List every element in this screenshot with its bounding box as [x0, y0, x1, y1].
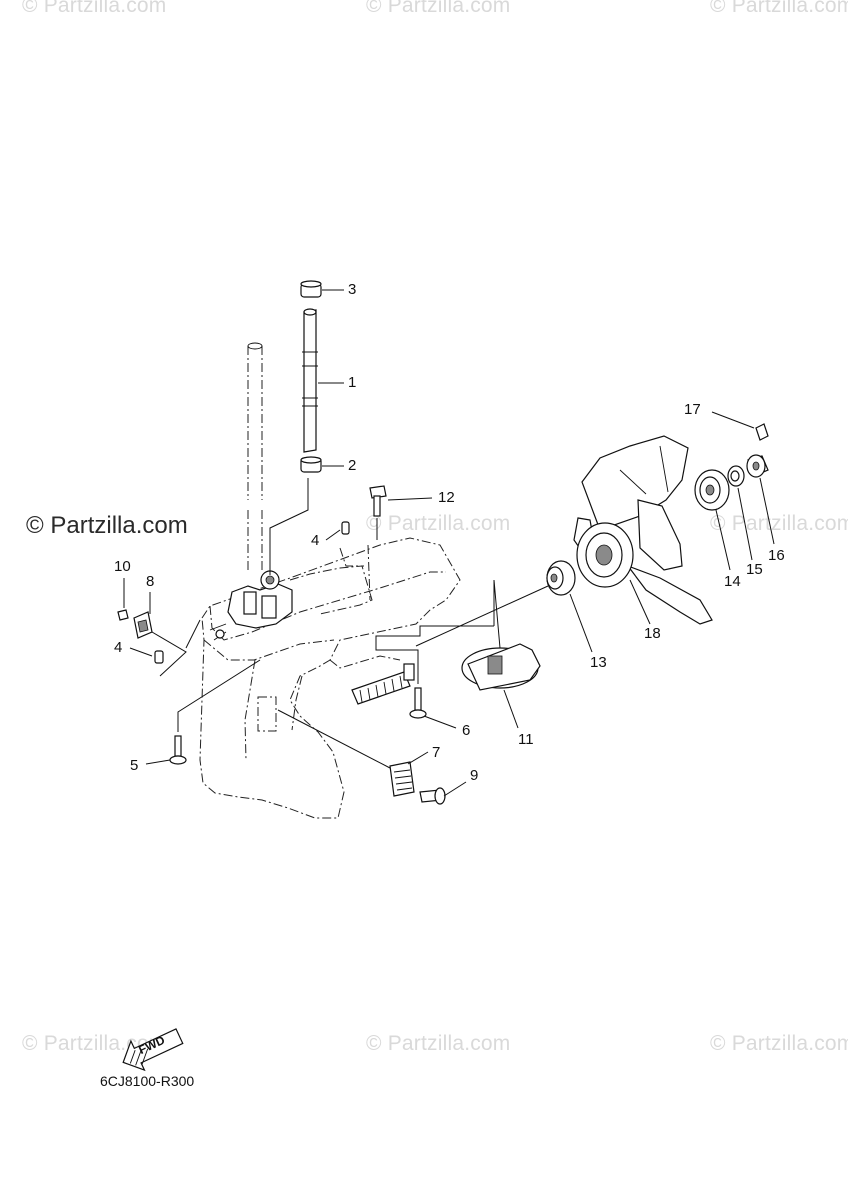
- callout-part-14[interactable]: 14: [724, 573, 741, 590]
- part-17-cotter-pin: [711, 411, 769, 441]
- callout-part-13[interactable]: 13: [590, 654, 607, 671]
- watermark-bottom-right: © Partzilla.com: [710, 1032, 848, 1055]
- fwd-arrow: [122, 1028, 184, 1072]
- part-5-bolt: [145, 659, 261, 765]
- part-2-grommet: [269, 456, 344, 575]
- callout-part-6[interactable]: 6: [462, 722, 471, 739]
- part-12-bolt: [369, 485, 433, 540]
- callout-part-1[interactable]: 1: [348, 374, 357, 391]
- callout-part-16[interactable]: 16: [768, 547, 785, 564]
- callout-part-12[interactable]: 12: [438, 489, 455, 506]
- watermark-middle-center: © Partzilla.com: [366, 512, 511, 535]
- drive-shaft-phantom: [247, 342, 263, 570]
- part-9-screw: [419, 781, 467, 805]
- callout-part-17[interactable]: 17: [684, 401, 701, 418]
- part-4-dowel-pin-upper: [325, 521, 350, 541]
- lower-casing-outline: [199, 537, 461, 819]
- callout-part-3[interactable]: 3: [348, 281, 357, 298]
- callout-part-9[interactable]: 9: [470, 767, 479, 784]
- part-16-nut: [746, 454, 775, 545]
- misc-leaders: [185, 619, 201, 649]
- callout-part-8[interactable]: 8: [146, 573, 155, 590]
- part-13-spacer: [415, 560, 593, 653]
- part-18-propeller: [573, 435, 713, 625]
- part-15-washer: [727, 465, 753, 561]
- callout-part-5[interactable]: 5: [130, 757, 139, 774]
- watermark-top-center: © Partzilla.com: [366, 0, 511, 17]
- callout-part-15[interactable]: 15: [746, 561, 763, 578]
- watermark-top-left: © Partzilla.com: [22, 0, 167, 17]
- part-4-dowel-pin-lower: [129, 647, 164, 664]
- watermark-bottom-center: © Partzilla.com: [366, 1032, 511, 1055]
- part-6-bolt: [375, 625, 494, 729]
- watermark-main: © Partzilla.com: [26, 512, 188, 539]
- callout-part-10[interactable]: 10: [114, 558, 131, 575]
- callout-part-11[interactable]: 11: [518, 731, 534, 748]
- diagram-code: 6CJ8100-R300: [100, 1073, 195, 1089]
- callout-part-4-lower[interactable]: 4: [114, 639, 123, 656]
- part-10-nut: [117, 578, 129, 621]
- part-8-plate: [133, 592, 187, 677]
- part-7-anode: [277, 709, 429, 797]
- callout-part-2[interactable]: 2: [348, 457, 357, 474]
- water-pump-assembly: [209, 570, 293, 641]
- callout-part-4-upper[interactable]: 4: [311, 532, 320, 549]
- watermark-middle-right: © Partzilla.com: [710, 512, 848, 535]
- part-14-washer: [694, 469, 731, 571]
- watermark-top-right: © Partzilla.com: [710, 0, 848, 17]
- part-11-thrust-washer: [461, 579, 541, 729]
- callout-part-18[interactable]: 18: [644, 625, 661, 642]
- callout-part-7[interactable]: 7: [432, 744, 441, 761]
- part-1-water-tube: [302, 308, 344, 453]
- part-3-grommet: [300, 280, 344, 298]
- propeller-shaft: [351, 663, 415, 705]
